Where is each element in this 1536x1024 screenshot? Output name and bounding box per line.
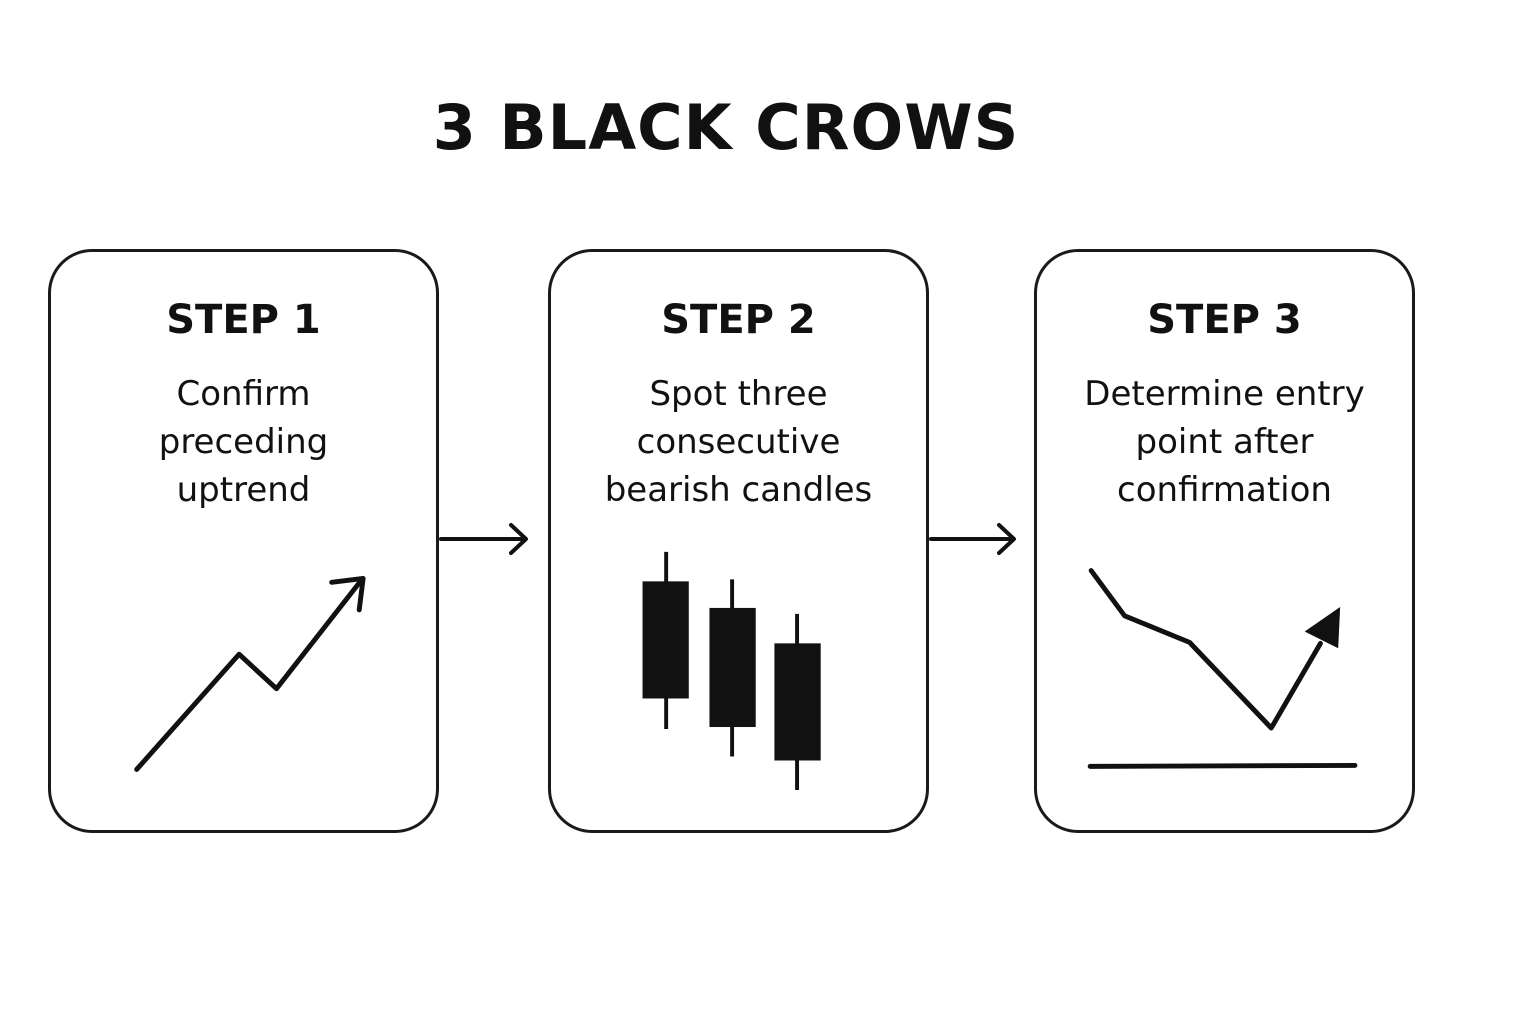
- step-1-card: STEP 1 Confirm preceding uptrend: [48, 249, 439, 833]
- step-3-card: STEP 3 Determine entry point after confi…: [1034, 249, 1415, 833]
- step-2-text: Spot three consecutive bearish candles: [604, 374, 873, 510]
- step-2-heading: STEP 2: [661, 297, 816, 343]
- step-2-card: STEP 2 Spot three consecutive bearish ca…: [548, 249, 929, 833]
- step-3-heading: STEP 3: [1147, 297, 1302, 343]
- step-1-heading: STEP 1: [166, 297, 321, 343]
- step-1-text: Confirm preceding uptrend: [158, 374, 329, 510]
- flow-arrow-1-icon: [439, 523, 528, 555]
- step-3-text: Determine entry point after confirmation: [1084, 374, 1365, 510]
- diagram-title: 3 BLACK CROWS: [432, 91, 1020, 164]
- flow-arrow-2-icon: [929, 523, 1016, 555]
